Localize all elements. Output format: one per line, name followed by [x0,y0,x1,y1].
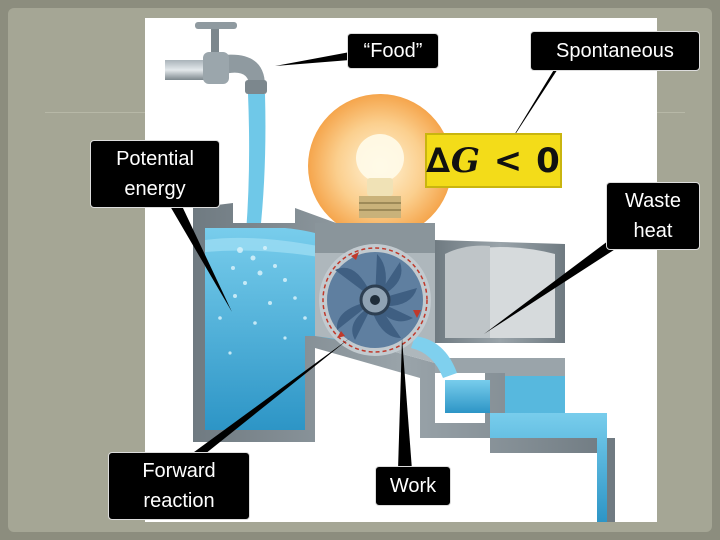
work-callout: Work [375,466,451,506]
food-pointer [275,52,350,66]
delta-symbol: ∆ [426,141,451,181]
g-symbol: G [451,141,481,181]
delta-g-equation: ∆G < 0 [425,133,562,188]
potential-energy-pointer [170,206,232,312]
food-callout: “Food” [347,33,439,69]
relation-symbol: < [494,141,524,181]
waste-heat-callout: Waste heat [606,182,700,250]
forward-reaction-pointer [190,338,350,458]
waste-heat-pointer [484,238,620,334]
spontaneous-callout: Spontaneous [530,31,700,71]
work-pointer [398,338,412,470]
potential-energy-callout: Potential energy [90,140,220,208]
forward-reaction-callout: Forward reaction [108,452,250,520]
equation-value: 0 [536,141,561,181]
